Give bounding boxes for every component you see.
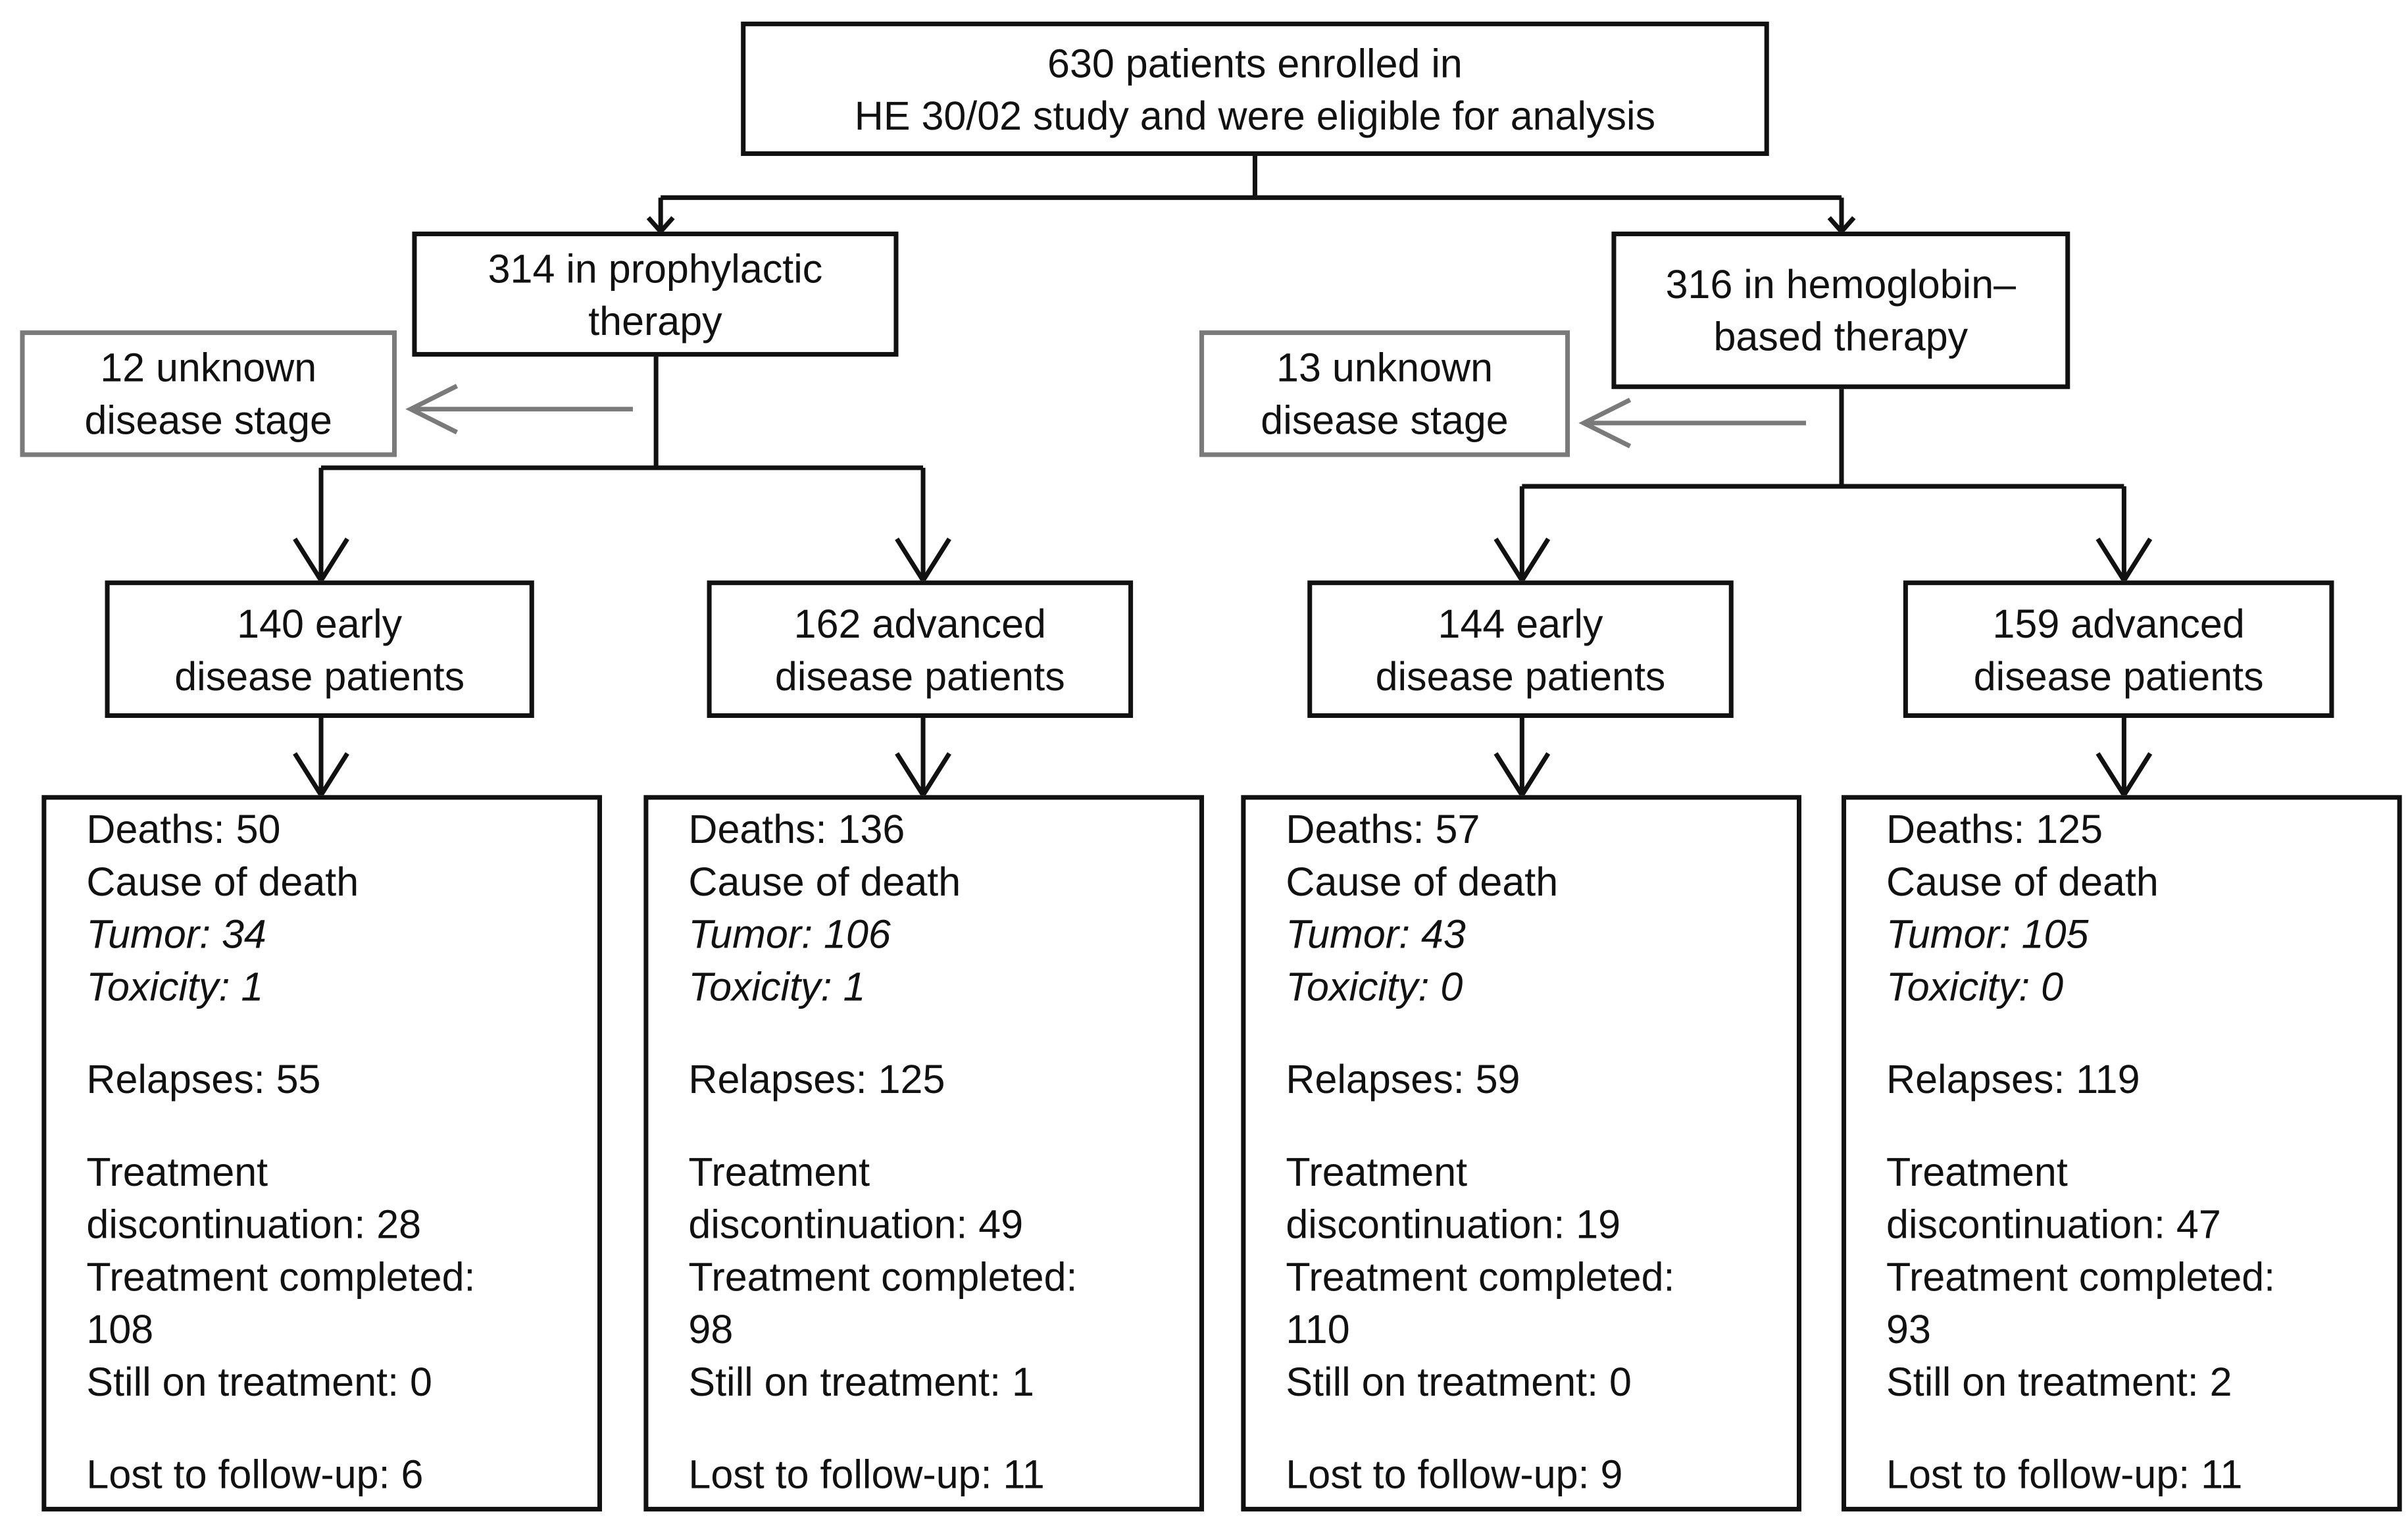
completed-line-1: Treatment completed: — [688, 1254, 1078, 1300]
group-line-2: disease patients — [1375, 652, 1666, 699]
arm-hemoglobin-line-1: 316 in hemoglobin– — [1665, 261, 2017, 307]
cause-heading: Cause of death — [688, 858, 961, 905]
lost-to-follow-up-text: Lost to follow-up: 9 — [1286, 1451, 1623, 1498]
outcome-box-hemoglobin-early: Deaths: 57 Cause of death Tumor: 43 Toxi… — [1241, 795, 1802, 1511]
lost-to-follow-up-text: Lost to follow-up: 11 — [688, 1451, 1045, 1498]
group-line-1: 140 early — [237, 599, 403, 646]
discontinuation-line-1: Treatment — [1886, 1148, 2068, 1195]
cause-heading: Cause of death — [1886, 858, 2159, 905]
deaths-text: Deaths: 57 — [1286, 805, 1480, 853]
deaths-text: Deaths: 136 — [688, 805, 905, 853]
completed-line-2: 110 — [1286, 1306, 1350, 1353]
still-on-treatment-text: Still on treatment: 0 — [1286, 1358, 1632, 1406]
lost-to-follow-up-text: Lost to follow-up: 6 — [86, 1451, 424, 1498]
discontinuation-line-2: discontinuation: 47 — [1886, 1201, 2221, 1248]
enrollment-line-2: HE 30/02 study and were eligible for ana… — [854, 91, 1656, 138]
still-on-treatment-text: Still on treatment: 1 — [688, 1358, 1034, 1406]
relapses-text: Relapses: 55 — [86, 1055, 321, 1103]
unknown-stage-hemoglobin-box: 13 unknown disease stage — [1199, 330, 1570, 457]
discontinuation-line-2: discontinuation: 28 — [86, 1201, 422, 1248]
group-line-1: 162 advanced — [793, 599, 1046, 646]
still-on-treatment-text: Still on treatment: 2 — [1886, 1358, 2232, 1406]
toxicity-text: Toxicity: 1 — [86, 963, 264, 1010]
group-line-1: 144 early — [1438, 599, 1603, 646]
arm-hemoglobin-line-2: based therapy — [1713, 313, 1969, 360]
relapses-text: Relapses: 59 — [1286, 1055, 1520, 1103]
cause-heading: Cause of death — [1286, 858, 1559, 905]
unknown-stage-line-1: 12 unknown — [100, 344, 317, 391]
tumor-text: Tumor: 105 — [1886, 911, 2089, 957]
group-box-hemoglobin-advanced: 159 advanced disease patients — [1903, 580, 2334, 718]
group-line-1: 159 advanced — [1992, 599, 2245, 646]
completed-line-2: 98 — [688, 1306, 734, 1353]
outcome-box-prophylactic-advanced: Deaths: 136 Cause of death Tumor: 106 To… — [643, 795, 1205, 1511]
unknown-stage-line-2: disease stage — [84, 396, 332, 444]
completed-line-2: 108 — [86, 1306, 154, 1353]
tumor-text: Tumor: 106 — [688, 911, 891, 957]
unknown-stage-line-2: disease stage — [1261, 396, 1509, 444]
enrollment-line-1: 630 patients enrolled in — [1047, 39, 1463, 86]
discontinuation-line-1: Treatment — [688, 1148, 870, 1195]
relapses-text: Relapses: 119 — [1886, 1055, 2140, 1103]
group-box-prophylactic-early: 140 early disease patients — [105, 580, 534, 718]
discontinuation-line-1: Treatment — [1286, 1148, 1468, 1195]
arm-hemoglobin-box: 316 in hemoglobin– based therapy — [1611, 231, 2070, 390]
group-box-hemoglobin-early: 144 early disease patients — [1307, 580, 1734, 718]
outcome-box-hemoglobin-advanced: Deaths: 125 Cause of death Tumor: 105 To… — [1842, 795, 2402, 1511]
arm-prophylactic-box: 314 in prophylactic therapy — [412, 231, 899, 357]
lost-to-follow-up-text: Lost to follow-up: 11 — [1886, 1451, 2243, 1498]
arm-prophylactic-line-2: therapy — [588, 297, 722, 344]
tumor-text: Tumor: 43 — [1286, 911, 1466, 957]
enrollment-box: 630 patients enrolled in HE 30/02 study … — [741, 21, 1769, 156]
tumor-text: Tumor: 34 — [86, 911, 266, 957]
completed-line-1: Treatment completed: — [1286, 1254, 1675, 1300]
group-line-2: disease patients — [774, 652, 1065, 699]
discontinuation-line-1: Treatment — [86, 1148, 268, 1195]
completed-line-1: Treatment completed: — [86, 1254, 476, 1300]
group-line-2: disease patients — [174, 652, 465, 699]
arm-prophylactic-line-1: 314 in prophylactic — [488, 244, 823, 292]
discontinuation-line-2: discontinuation: 19 — [1286, 1201, 1621, 1248]
toxicity-text: Toxicity: 0 — [1286, 963, 1463, 1010]
toxicity-text: Toxicity: 0 — [1886, 963, 2064, 1010]
discontinuation-line-2: discontinuation: 49 — [688, 1201, 1024, 1248]
group-box-prophylactic-advanced: 162 advanced disease patients — [707, 580, 1134, 718]
deaths-text: Deaths: 125 — [1886, 805, 2103, 853]
relapses-text: Relapses: 125 — [688, 1055, 945, 1103]
completed-line-2: 93 — [1886, 1306, 1931, 1353]
still-on-treatment-text: Still on treatment: 0 — [86, 1358, 432, 1406]
deaths-text: Deaths: 50 — [86, 805, 281, 853]
cause-heading: Cause of death — [86, 858, 359, 905]
group-line-2: disease patients — [1973, 652, 2264, 699]
toxicity-text: Toxicity: 1 — [688, 963, 866, 1010]
outcome-box-prophylactic-early: Deaths: 50 Cause of death Tumor: 34 Toxi… — [41, 795, 603, 1511]
unknown-stage-prophylactic-box: 12 unknown disease stage — [20, 330, 397, 457]
completed-line-1: Treatment completed: — [1886, 1254, 2276, 1300]
unknown-stage-line-1: 13 unknown — [1276, 344, 1493, 391]
